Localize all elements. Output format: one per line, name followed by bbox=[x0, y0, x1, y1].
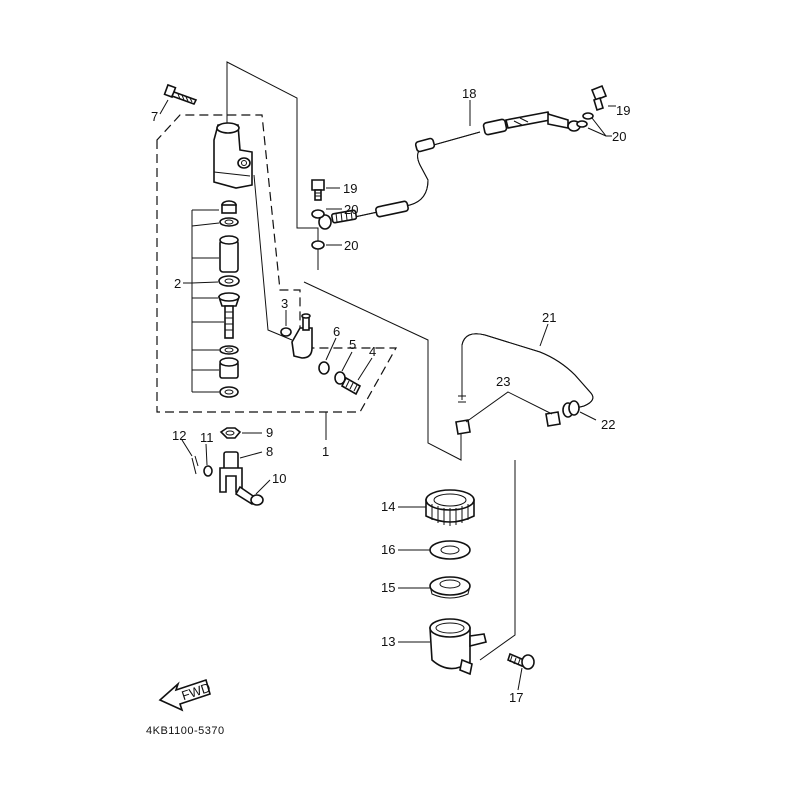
leader-11 bbox=[205, 443, 208, 466]
hose-joint-icon bbox=[291, 313, 313, 359]
callout-1: 1 bbox=[322, 444, 329, 459]
gasket-20c-icon bbox=[582, 112, 594, 120]
leader-5 bbox=[341, 351, 353, 372]
master-cylinder-icon bbox=[213, 122, 253, 189]
callout-13: 13 bbox=[381, 634, 395, 649]
callout-19a: 19 bbox=[343, 181, 357, 196]
washer-5-icon bbox=[334, 371, 346, 385]
leader-10 bbox=[255, 479, 271, 495]
clevis-pin-icon bbox=[234, 485, 264, 506]
drawing-code: 4KB1100-5370 bbox=[146, 725, 225, 737]
hose-clamp-a-icon bbox=[455, 419, 471, 435]
callout-20c: 20 bbox=[612, 129, 626, 144]
callout-20a: 20 bbox=[344, 202, 358, 217]
o-ring-icon bbox=[280, 327, 292, 337]
gasket-20b-icon bbox=[311, 240, 325, 250]
leader-22 bbox=[579, 411, 597, 421]
guide-line-hose bbox=[253, 174, 293, 341]
callout-15: 15 bbox=[381, 580, 395, 595]
reservoir-cap-icon bbox=[425, 489, 475, 526]
reservoir-hose-icon bbox=[458, 333, 594, 411]
cylinder-kit-icon bbox=[217, 200, 241, 398]
callout-18: 18 bbox=[462, 86, 476, 101]
leader-12 bbox=[181, 439, 193, 457]
leader-21 bbox=[539, 323, 549, 347]
callout-21: 21 bbox=[542, 310, 556, 325]
leader-20c bbox=[591, 117, 612, 137]
hose-clamp-b-icon bbox=[545, 411, 561, 427]
gasket-20d-icon bbox=[576, 120, 588, 128]
cotter-pin-icon bbox=[191, 455, 199, 475]
callout-20b: 20 bbox=[344, 238, 358, 253]
callout-10: 10 bbox=[272, 471, 286, 486]
fwd-label: FWD bbox=[180, 680, 213, 703]
assembly-boundary bbox=[156, 114, 398, 413]
washer-11-icon bbox=[203, 465, 213, 477]
guide-line-bolt bbox=[226, 61, 319, 270]
fwd-arrow-icon bbox=[158, 678, 211, 712]
reservoir-bolt-icon bbox=[507, 652, 535, 670]
guide-line-reservoir bbox=[479, 460, 516, 661]
leader-17 bbox=[517, 667, 523, 691]
cap-holder-icon bbox=[429, 576, 471, 599]
clevis-joint-icon bbox=[219, 451, 243, 493]
callout-17: 17 bbox=[509, 690, 523, 705]
kit-leaders bbox=[183, 209, 224, 393]
callout-5: 5 bbox=[349, 337, 356, 352]
callout-12: 12 bbox=[172, 428, 186, 443]
callout-3: 3 bbox=[281, 296, 288, 311]
leader-7 bbox=[159, 99, 169, 115]
diaphragm-icon bbox=[429, 540, 471, 560]
leader-23 bbox=[465, 391, 553, 423]
callout-22: 22 bbox=[601, 417, 615, 432]
guide-line-reservoir-hose bbox=[303, 281, 462, 461]
gasket-20a-icon bbox=[311, 209, 325, 219]
leader-4 bbox=[357, 357, 373, 381]
callout-19b: 19 bbox=[616, 103, 630, 118]
mounting-bolt-icon bbox=[163, 83, 198, 105]
callout-9: 9 bbox=[266, 425, 273, 440]
reservoir-tank-icon bbox=[429, 618, 487, 676]
washer-6-icon bbox=[318, 361, 330, 375]
hose-clip-icon bbox=[562, 400, 580, 418]
callout-6: 6 bbox=[333, 324, 340, 339]
callout-11: 11 bbox=[200, 430, 214, 445]
callout-23: 23 bbox=[496, 374, 510, 389]
leader-8 bbox=[239, 451, 263, 459]
callout-4: 4 bbox=[369, 344, 376, 359]
callout-7: 7 bbox=[151, 109, 158, 124]
union-bolt-19b-icon bbox=[590, 84, 608, 112]
union-bolt-19a-icon bbox=[311, 179, 325, 201]
callout-16: 16 bbox=[381, 542, 395, 557]
leader-20d bbox=[587, 127, 607, 137]
callout-14: 14 bbox=[381, 499, 395, 514]
callout-2: 2 bbox=[174, 276, 181, 291]
callout-8: 8 bbox=[266, 444, 273, 459]
hose-bolt-icon bbox=[340, 376, 362, 396]
nut-icon bbox=[219, 427, 242, 439]
brake-hose-icon bbox=[318, 111, 581, 230]
leader-6 bbox=[325, 337, 337, 361]
